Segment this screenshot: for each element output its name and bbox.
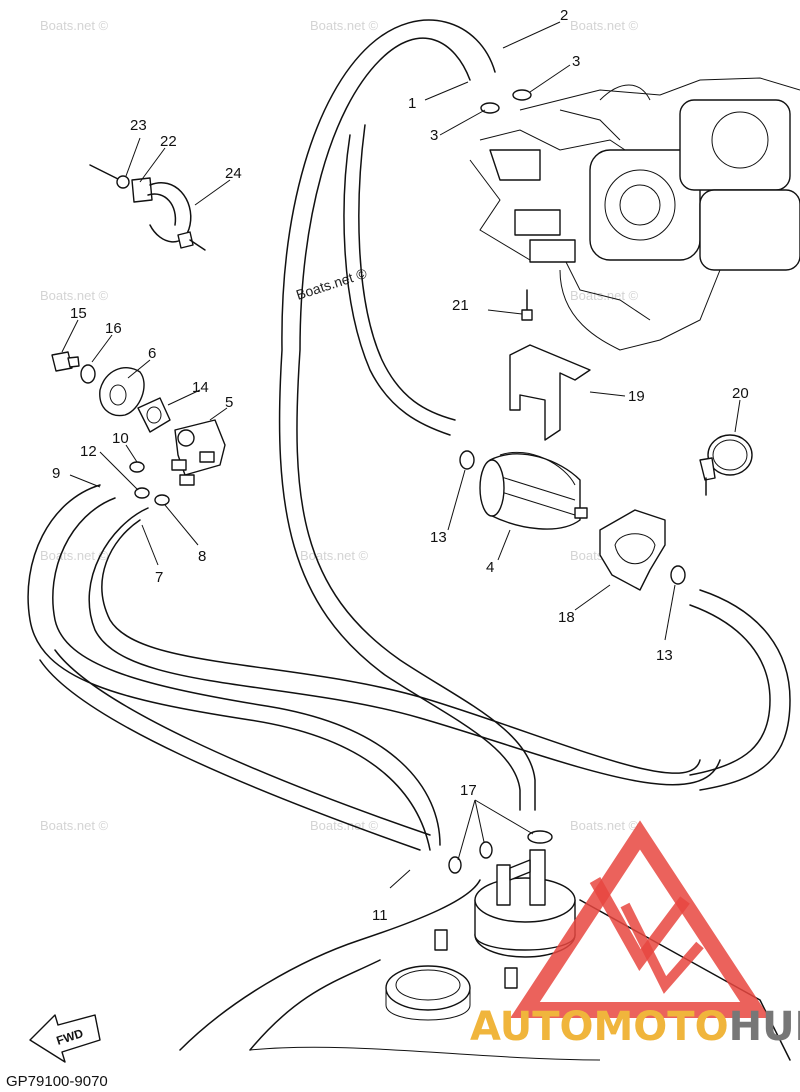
clamp-17	[527, 830, 553, 844]
watermark: Boats.net ©	[40, 818, 109, 833]
watermark: Boats.net ©	[40, 288, 109, 303]
nut-14	[137, 397, 171, 433]
callout-2: 2	[560, 7, 568, 24]
brand-text-part2: HUB	[729, 1004, 800, 1050]
diagram-code: GP79100-9070	[6, 1073, 108, 1090]
fuel-cock-5	[171, 419, 226, 486]
leader-lines	[61, 21, 741, 889]
clamp-8	[154, 494, 170, 506]
watermark: Boats.net ©	[570, 818, 639, 833]
brand-text-part1: AUTOMOTO	[470, 1004, 729, 1050]
watermark: Boats.net ©	[40, 18, 109, 33]
callout-1: 1	[408, 95, 416, 112]
engine-outline	[469, 77, 800, 351]
callout-22: 22	[160, 133, 177, 150]
fuel-filter-4	[479, 451, 588, 530]
fuel-pickup	[474, 849, 576, 958]
watermark: Boats.net ©	[300, 548, 369, 563]
clamp-17	[448, 856, 462, 874]
callout-9: 9	[52, 465, 60, 482]
holder-6	[99, 367, 145, 417]
callout-21: 21	[452, 297, 469, 314]
washer-16	[80, 364, 96, 384]
callout-3: 3	[430, 127, 438, 144]
watermark-dark: Boats.net ©	[294, 265, 369, 303]
callout-11: 11	[372, 907, 388, 924]
callout-3: 3	[572, 53, 580, 70]
filler-ring	[385, 965, 471, 1021]
callout-13: 13	[656, 647, 673, 664]
callouts: 1 2 3 3 23 22 24 21 15 16 6 14 5 10 12 9…	[52, 7, 749, 924]
callout-17: 17	[460, 782, 477, 799]
brand-text: AUTOMOTOHUB	[470, 1004, 800, 1050]
callout-8: 8	[198, 548, 206, 565]
hoses	[27, 19, 791, 851]
cable-tie-assembly	[89, 164, 206, 251]
callout-16: 16	[105, 320, 122, 337]
callout-5: 5	[225, 394, 233, 411]
clamp-13	[670, 565, 686, 585]
watermark: Boats.net ©	[570, 18, 639, 33]
callout-19: 19	[628, 388, 645, 405]
callout-4: 4	[486, 559, 494, 576]
callout-13: 13	[430, 529, 447, 546]
callout-14: 14	[192, 379, 209, 396]
callout-23: 23	[130, 117, 147, 134]
callout-12: 12	[80, 443, 97, 460]
callout-6: 6	[148, 345, 156, 362]
callout-24: 24	[225, 165, 242, 182]
small-fittings	[434, 929, 518, 989]
band-20	[699, 434, 753, 496]
bracket-19	[509, 289, 591, 441]
watermark: Boats.net ©	[310, 18, 379, 33]
clamp-17	[479, 841, 493, 859]
clamp-13	[459, 450, 475, 470]
clamp-10	[129, 461, 145, 473]
fwd-arrow: FWD	[29, 1014, 101, 1063]
callout-7: 7	[155, 569, 163, 586]
brand-logo: AUTOMOTOHUB	[470, 820, 800, 1050]
callout-10: 10	[112, 430, 129, 447]
holder-18	[599, 509, 666, 591]
clamp-3	[480, 89, 532, 114]
callout-18: 18	[558, 609, 575, 626]
clamp-12	[134, 487, 150, 499]
callout-15: 15	[70, 305, 87, 322]
bolt-15	[51, 351, 80, 372]
watermark: Boats.net ©	[40, 548, 109, 563]
callout-20: 20	[732, 385, 749, 402]
